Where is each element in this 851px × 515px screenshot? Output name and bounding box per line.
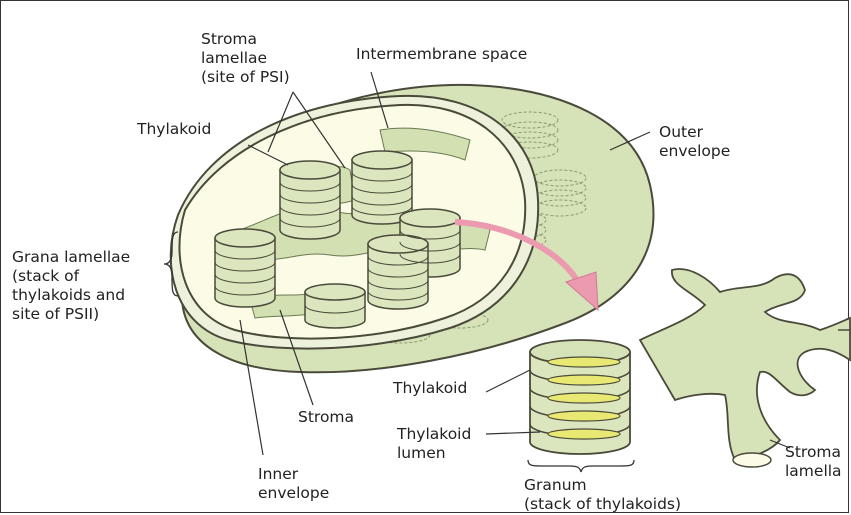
label-stroma: Stroma	[298, 408, 354, 427]
label-thylakoid-top: Thylakoid	[137, 120, 211, 139]
granum-brace	[528, 460, 634, 472]
label-granum: Granum (stack of thylakoids)	[524, 476, 681, 514]
label-thylakoid-detail: Thylakoid	[393, 379, 467, 398]
label-thylakoid-lumen: Thylakoid lumen	[397, 425, 471, 463]
label-stroma-lamellae-top: Stroma lamellae (site of PSI)	[201, 30, 290, 87]
detail-stroma-lamella	[640, 269, 850, 460]
detail-lamella-tube-end	[733, 453, 771, 467]
label-stroma-lamella-detail: Stroma lamella	[785, 443, 842, 481]
label-intermembrane-space: Intermembrane space	[356, 45, 527, 64]
label-outer-envelope: Outer envelope	[659, 123, 730, 161]
label-grana-lamellae: Grana lamellae (stack of thylakoids and …	[12, 248, 130, 324]
detail-granum	[530, 340, 630, 454]
label-inner-envelope: Inner envelope	[258, 465, 329, 503]
